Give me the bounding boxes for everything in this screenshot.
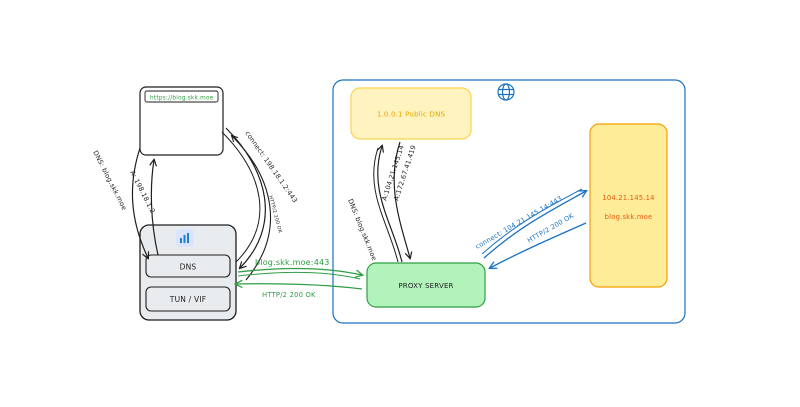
tun-module <box>145 286 231 312</box>
arrow-connect-real-2 <box>481 188 583 255</box>
arrow-connect-real <box>483 191 586 259</box>
address-bar-url: https://blog.skk.moe <box>150 96 214 102</box>
globe-icon <box>497 83 515 101</box>
label-dns-query: DNS: blog.skk.moe <box>91 149 128 211</box>
public-dns-label: 1.0.0.1 Public DNS <box>377 111 446 119</box>
arrow-proxy-dns-query <box>378 146 403 263</box>
arrow-proxy-dns-answer <box>393 141 410 258</box>
arrow-connect-fake-2 <box>221 131 261 263</box>
app-logo-icon <box>176 229 194 247</box>
arrow-dns-query <box>131 147 148 258</box>
proxy-server-box <box>366 262 486 308</box>
label-proxy-response: HTTP/2 200 OK <box>262 291 316 299</box>
proxy-server-label: PROXY SERVER <box>398 282 453 290</box>
arrow-proxy-dns-query-2 <box>373 147 399 263</box>
label-connect-real: connect: 104.21.145.14:443 <box>474 194 564 250</box>
arrow-origin-response <box>490 222 587 268</box>
dns-module <box>145 254 231 278</box>
dns-module-label: DNS <box>180 263 197 272</box>
origin-ip-label: 104.21.145.14 <box>602 194 654 202</box>
browser-window: https://blog.skk.moe <box>139 86 224 156</box>
origin-host-label: blog.skk.moe <box>605 213 653 221</box>
label-connect-fake: connect: 198.18.1.2:443 <box>243 130 299 205</box>
internet-frame <box>332 79 686 324</box>
origin-server-box <box>589 123 668 288</box>
tun-module-label: TUN / VIF <box>169 295 206 304</box>
arrow-http-back-small <box>232 136 272 281</box>
arrow-proxy-request <box>237 267 362 275</box>
client-machine: DNS TUN / VIF <box>139 224 237 321</box>
label-proxy-dns-query: DNS: blog.skk.moe <box>346 198 378 262</box>
arrow-proxy-response <box>236 284 363 290</box>
label-proxy-request: blog.skk.moe:443 <box>255 258 330 267</box>
arrow-dns-answer <box>151 160 159 256</box>
address-bar[interactable] <box>144 90 219 103</box>
public-dns-box <box>350 87 472 140</box>
arrow-proxy-request-2 <box>237 271 361 280</box>
